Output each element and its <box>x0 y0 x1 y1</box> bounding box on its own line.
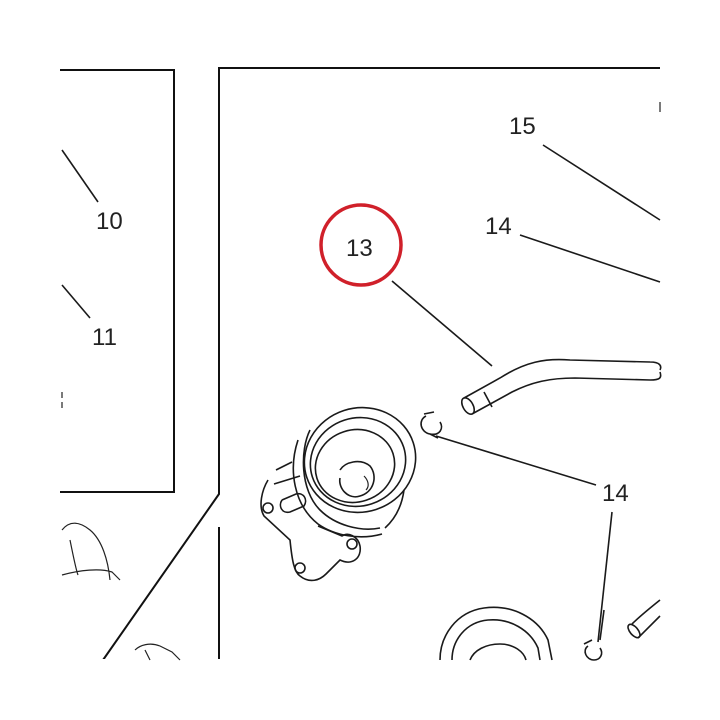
leader-line-14-right <box>435 435 597 486</box>
second-throttle-body <box>439 606 553 661</box>
hose-end <box>460 397 476 415</box>
second-hose-clamp <box>583 639 603 661</box>
hose-top-edge <box>463 358 662 399</box>
second-hose-end <box>627 623 641 639</box>
hose-collar-line <box>483 391 493 408</box>
callout-13[interactable]: 13 <box>346 235 373 262</box>
callout-15[interactable]: 15 <box>509 113 536 140</box>
leader-line-15 <box>542 144 661 221</box>
throttle-body-housing <box>260 406 417 582</box>
hose-bottom-edge <box>471 371 662 415</box>
second-hose <box>631 599 661 639</box>
callout-14-right[interactable]: 14 <box>602 480 629 507</box>
partial-fitting-sketch <box>134 643 181 661</box>
callout-13-highlight-ring <box>319 203 403 287</box>
leader-line-10 <box>61 149 99 203</box>
callout-11[interactable]: 11 <box>92 324 117 351</box>
left-inset-frame <box>60 69 175 493</box>
leader-line-14-top <box>519 234 661 283</box>
callout-10[interactable]: 10 <box>96 208 123 235</box>
clamp-arrow <box>599 609 605 641</box>
partial-component-sketch <box>61 522 121 581</box>
leader-line-11 <box>61 284 91 319</box>
leader-line-14-bottom <box>597 511 613 643</box>
main-panel-frame <box>102 67 660 661</box>
leader-line-13 <box>391 280 493 367</box>
callout-14-top[interactable]: 14 <box>485 213 512 240</box>
hose-clamp <box>420 411 443 439</box>
